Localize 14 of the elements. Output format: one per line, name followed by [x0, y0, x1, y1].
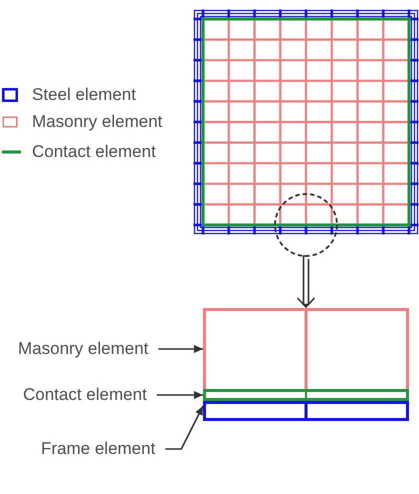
callout-label: Contact element [23, 385, 147, 405]
callout-label: Masonry element [18, 339, 148, 359]
leader-arrow [158, 345, 203, 353]
callout-label: Frame element [41, 439, 156, 459]
legend-label: Masonry element [32, 112, 162, 132]
double-arrow [296, 255, 316, 308]
leader-arrow [156, 391, 203, 399]
contact-strip [203, 389, 409, 401]
masonry-cells [203, 308, 409, 389]
frame-cells [203, 401, 409, 421]
leader-arrow [165, 406, 204, 450]
legend-label: Contact element [32, 142, 156, 162]
dashed-circle [274, 193, 338, 257]
legend-label: Steel element [32, 85, 136, 105]
